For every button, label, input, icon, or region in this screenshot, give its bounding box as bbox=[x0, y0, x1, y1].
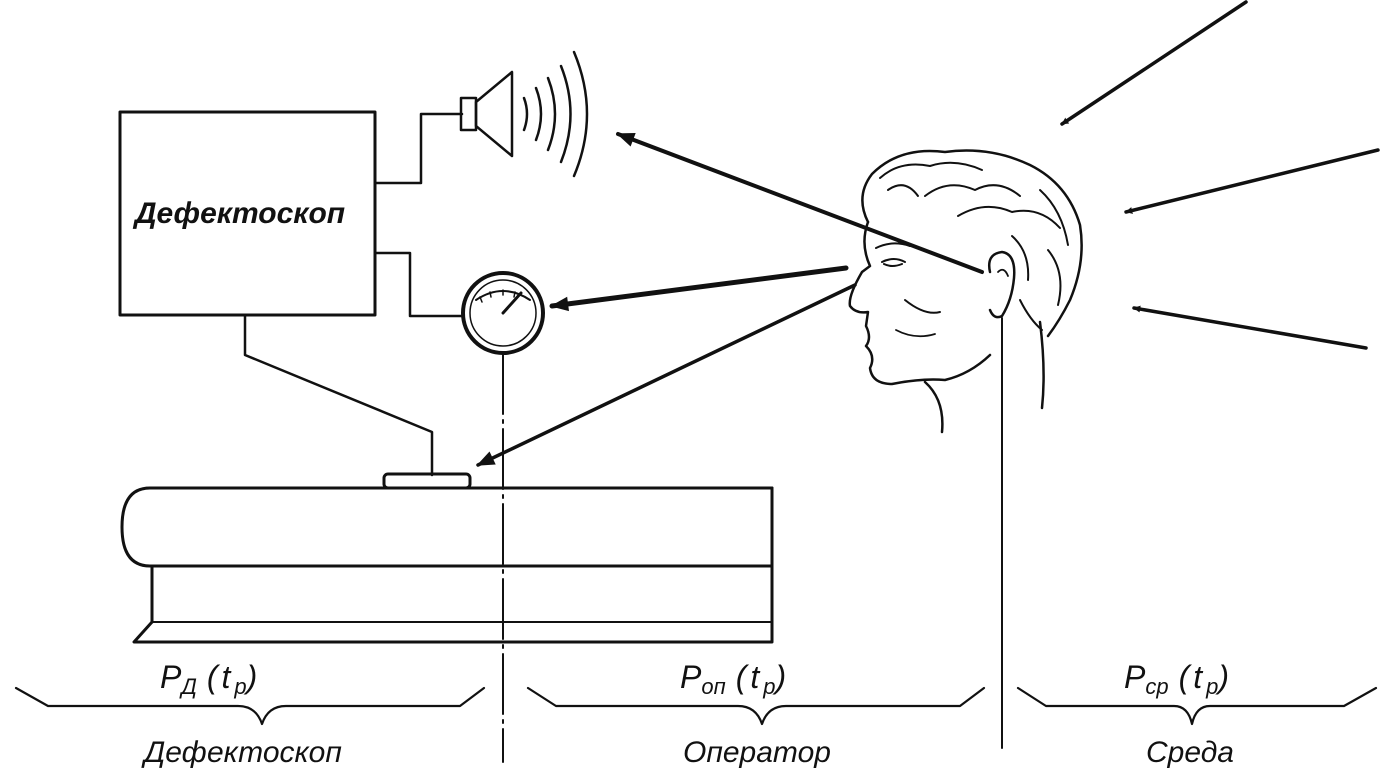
brace-defectoscope bbox=[14, 686, 486, 726]
gauge-icon bbox=[461, 271, 545, 355]
t-symbol: t bbox=[222, 659, 232, 695]
env-arrow-top bbox=[1060, 0, 1248, 126]
p-symbol: P bbox=[160, 659, 182, 695]
svg-text:Pоп(tр): Pоп (tр) bbox=[680, 659, 786, 699]
p-symbol: P bbox=[1124, 659, 1146, 695]
wire-to-gauge bbox=[373, 251, 464, 318]
t-subscript: р bbox=[1205, 674, 1218, 699]
arrow-eye-to-transducer bbox=[476, 283, 857, 467]
p-arg-close: ) bbox=[1214, 659, 1229, 695]
p-subscript: Д bbox=[178, 674, 197, 699]
p-arg-close: ) bbox=[243, 659, 258, 695]
caption-defectoscope: Дефектоскоп bbox=[141, 736, 342, 769]
wire-to-speaker bbox=[373, 112, 464, 185]
transducer-icon bbox=[382, 472, 472, 490]
speaker-icon bbox=[459, 50, 589, 178]
caption-environment: Среда bbox=[1146, 736, 1234, 769]
p-arg-open: ( bbox=[207, 659, 221, 695]
p-arg-open: ( bbox=[1179, 659, 1193, 695]
svg-text:PД(tр): PД (tр) bbox=[160, 659, 257, 699]
p-symbol: P bbox=[680, 659, 702, 695]
env-arrow-bottom bbox=[1132, 305, 1368, 350]
arrow-eye-to-gauge bbox=[549, 265, 849, 312]
brace-environment bbox=[1016, 686, 1378, 726]
arrow-ear-to-speaker bbox=[616, 132, 984, 274]
caption-operator: Оператор bbox=[683, 736, 831, 769]
t-subscript: р bbox=[233, 674, 246, 699]
p-arg-close: ) bbox=[771, 659, 786, 695]
operator-head-icon bbox=[848, 149, 1083, 434]
defectoscope-box bbox=[118, 110, 377, 317]
svg-text:Pср(tр): Pср (tр) bbox=[1124, 659, 1229, 699]
defectoscope-box-label: Дефектоскоп bbox=[132, 197, 345, 230]
t-symbol: t bbox=[1193, 659, 1203, 695]
p-subscript: ср bbox=[1145, 674, 1168, 699]
p-subscript: оп bbox=[701, 674, 725, 699]
p-arg-open: ( bbox=[736, 659, 750, 695]
rail-icon bbox=[120, 486, 774, 644]
wire-to-transducer bbox=[243, 313, 434, 477]
brace-operator bbox=[526, 686, 986, 726]
env-arrow-middle bbox=[1124, 148, 1380, 214]
t-subscript: р bbox=[762, 674, 775, 699]
t-symbol: t bbox=[750, 659, 760, 695]
